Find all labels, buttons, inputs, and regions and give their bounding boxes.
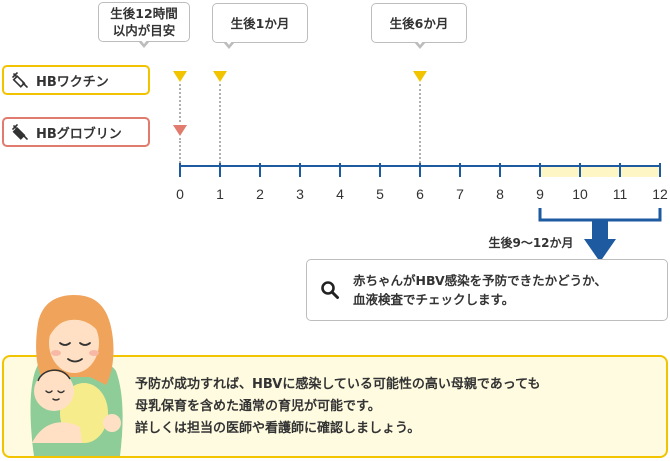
info-line-2: 母乳保育を含めた通常の育児が可能です。 — [135, 399, 381, 414]
axis-tick-label-6: 6 — [416, 186, 424, 202]
axis-tick-label-5: 5 — [376, 186, 384, 202]
vaccine-marker-6 — [413, 71, 427, 82]
callout-12-hours: 生後12時間 以内が目安 — [98, 2, 190, 48]
legend-hb-globulin: HBグロブリン — [2, 117, 150, 147]
guide-line-0 — [179, 84, 181, 122]
callout-1-month-text: 生後1か月 — [230, 15, 290, 31]
callout-12-hours-line1: 生後12時間 — [110, 6, 178, 21]
syringe-icon — [4, 71, 36, 89]
tick-group — [179, 163, 661, 177]
callout-1-month: 生後1か月 — [212, 3, 308, 49]
blood-test-note-line2: 血液検査でチェックします。 — [353, 292, 515, 307]
axis-tick-label-4: 4 — [336, 186, 344, 202]
guide-line-6 — [419, 84, 421, 163]
axis-tick-label-12: 12 — [652, 186, 668, 202]
axis-tick-label-7: 7 — [456, 186, 464, 202]
callout-12-hours-line2: 以内が目安 — [112, 23, 176, 38]
legend-hb-vaccine-label: HBワクチン — [36, 74, 109, 90]
legend-hb-globulin-label: HBグロブリン — [36, 126, 122, 142]
blood-test-note-line1: 赤ちゃんがHBV感染を予防できたかどうか、 — [353, 273, 607, 288]
axis-tick-label-10: 10 — [572, 186, 588, 202]
down-arrow — [584, 220, 616, 262]
info-line-1: 予防が成功すれば、HBVに感染している可能性の高い母親であっても — [135, 377, 541, 392]
search-icon — [307, 280, 353, 300]
guide-line-0-lower — [179, 138, 181, 163]
syringe-filled-icon — [4, 123, 36, 141]
vaccine-marker-1 — [213, 71, 227, 82]
globulin-marker-0 — [173, 125, 187, 136]
guide-line-1 — [219, 84, 221, 163]
axis-tick-label-3: 3 — [296, 186, 304, 202]
axis-tick-label-2: 2 — [256, 186, 264, 202]
range-highlight — [540, 166, 660, 177]
axis-tick-label-8: 8 — [496, 186, 504, 202]
range-bracket — [538, 208, 662, 222]
axis-tick-label-11: 11 — [612, 186, 628, 202]
range-label: 生後9〜12か月 — [488, 236, 574, 250]
vaccine-marker-0 — [173, 71, 187, 82]
callout-6-months-text: 生後6か月 — [389, 15, 449, 31]
info-line-3: 詳しくは担当の医師や看護師に確認しましょう。 — [135, 421, 421, 436]
axis-tick-label-0: 0 — [176, 186, 184, 202]
axis-tick-label-1: 1 — [216, 186, 224, 202]
mother-baby-illustration — [30, 295, 123, 456]
callout-6-months: 生後6か月 — [371, 3, 467, 49]
legend-hb-vaccine: HBワクチン — [2, 65, 150, 95]
blood-test-note: 赤ちゃんがHBV感染を予防できたかどうか、 血液検査でチェックします。 — [306, 259, 668, 321]
axis-tick-label-9: 9 — [536, 186, 544, 202]
